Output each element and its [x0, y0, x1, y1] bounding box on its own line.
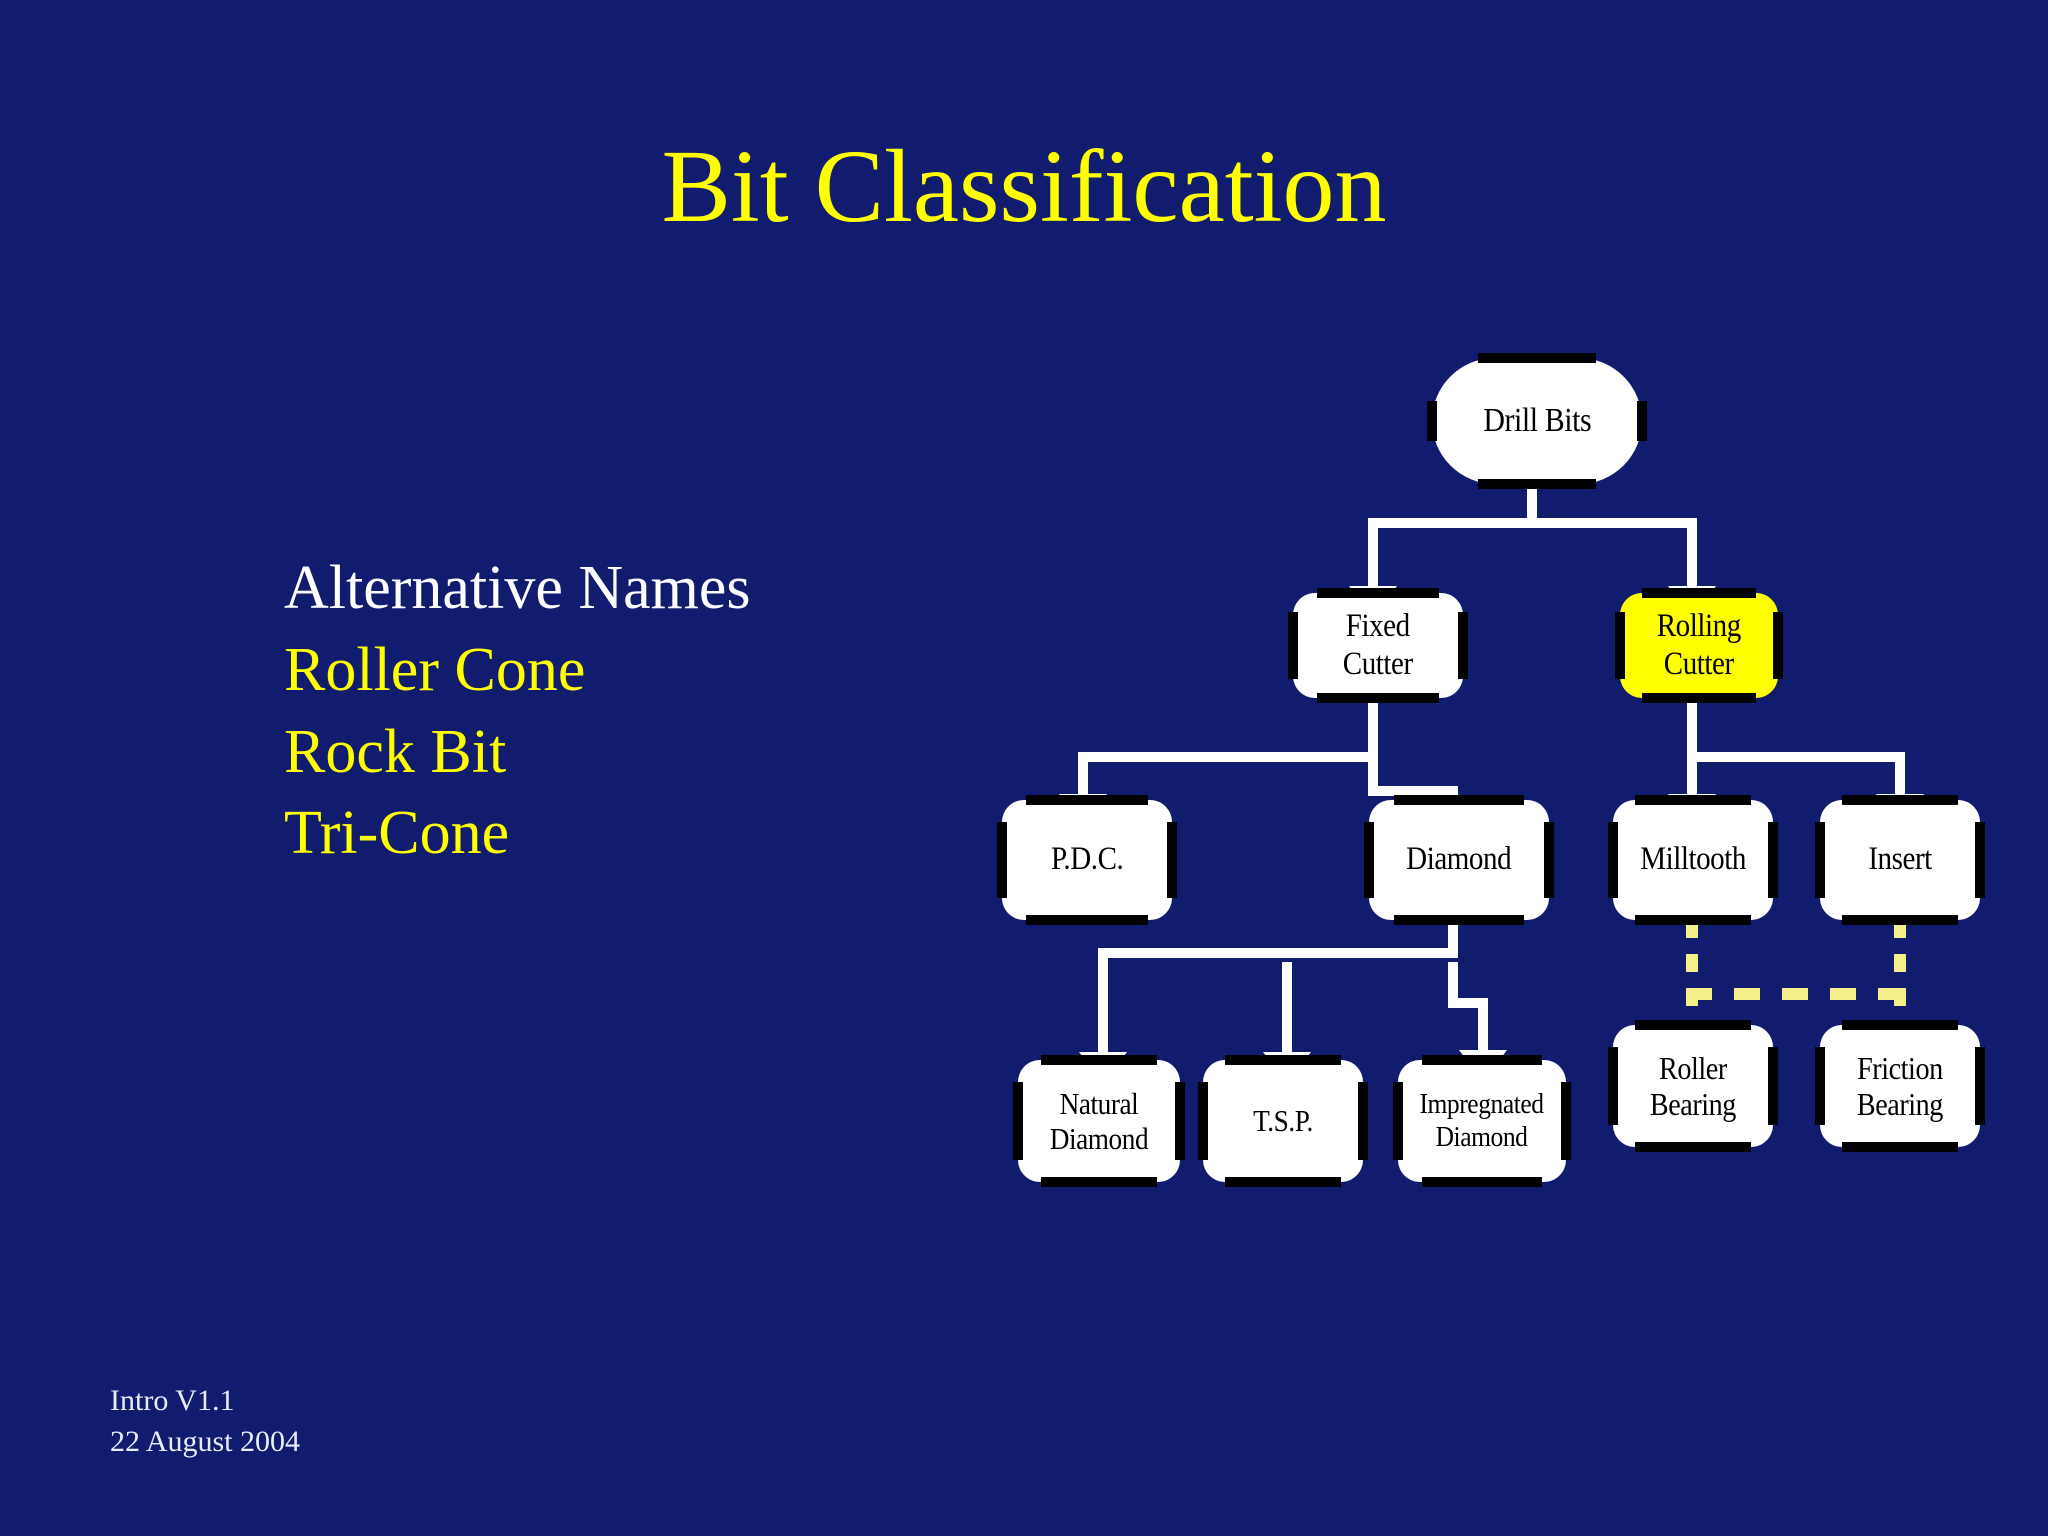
alt-name-item-rock-bit: Rock Bit	[284, 717, 507, 786]
alt-name-item-roller-cone: Roller Cone	[284, 635, 586, 704]
node-label-line2: Diamond	[1436, 1121, 1528, 1153]
node-label-wrap: Impregnated Diamond	[1411, 1088, 1552, 1154]
node-label-line1: Friction	[1857, 1049, 1943, 1086]
node-accent-left	[1608, 1046, 1618, 1126]
edge-fixed-to-pdc-v	[1078, 752, 1088, 800]
node-label: Milltooth	[1640, 841, 1746, 878]
node-accent-right	[1768, 1046, 1778, 1126]
alt-name-item-tri-cone: Tri-Cone	[284, 799, 510, 868]
edge-rolling-to-milltooth-v	[1687, 752, 1697, 800]
edge-bearing-dash-hbar	[1686, 988, 1906, 1000]
edge-diamond-to-impreg-v1	[1448, 962, 1458, 1006]
node-accent-right	[1975, 1046, 1985, 1126]
alt-names-heading: Alternative Names	[284, 554, 751, 622]
node-label-line1: Rolling	[1656, 607, 1742, 644]
node-accent-right	[1544, 821, 1554, 899]
node-accent-left	[1393, 1081, 1403, 1161]
page-title: Bit Classification	[661, 129, 1387, 244]
node-accent-left	[1198, 1081, 1208, 1161]
edge-fixed-to-diamond-h	[1368, 786, 1458, 796]
footer-date: 22 August 2004	[110, 1425, 301, 1459]
edge-diamond-stem	[1448, 920, 1458, 958]
node-diamond[interactable]: Diamond	[1364, 795, 1554, 925]
node-natural-diamond[interactable]: Natural Diamond	[1013, 1055, 1185, 1187]
node-label-wrap: Rolling Cutter	[1651, 608, 1747, 683]
node-insert[interactable]: Insert	[1815, 795, 1985, 925]
edge-fixed-stem	[1368, 698, 1378, 760]
node-accent-right	[1768, 821, 1778, 899]
node-accent-right	[1773, 611, 1783, 680]
edge-fixed-hbar	[1078, 752, 1378, 762]
node-label: P.D.C.	[1050, 841, 1124, 878]
node-accent-left	[1815, 1046, 1825, 1126]
node-label: Insert	[1868, 841, 1932, 878]
node-accent-left	[997, 821, 1007, 899]
node-label-line1: Natural	[1059, 1085, 1139, 1121]
edge-diamond-hbar	[1098, 948, 1458, 958]
node-tsp[interactable]: T.S.P.	[1198, 1055, 1368, 1187]
node-label: Drill Bits	[1483, 401, 1591, 439]
edge-diamond-to-impreg-h	[1448, 998, 1488, 1008]
node-label-line2: Diamond	[1049, 1121, 1149, 1156]
node-accent-right	[1458, 611, 1468, 680]
node-label-line2: Bearing	[1856, 1086, 1944, 1122]
node-accent-right	[1167, 821, 1177, 899]
node-label-line1: Impregnated	[1419, 1087, 1545, 1120]
node-accent-right	[1175, 1081, 1185, 1161]
slide-footer: Intro V1.1 22 August 2004	[110, 1380, 300, 1463]
node-accent-left	[1815, 821, 1825, 899]
node-label-wrap: Fixed Cutter	[1338, 608, 1417, 683]
node-label-line2: Cutter	[1664, 645, 1734, 682]
edge-diamond-to-natural-v	[1098, 948, 1108, 1058]
node-rolling-cutter[interactable]: Rolling Cutter	[1615, 588, 1783, 703]
edge-fixed-to-diamond-v1	[1368, 752, 1378, 796]
footer-version: Intro V1.1	[110, 1384, 235, 1417]
edge-diamond-to-tsp-v	[1282, 962, 1292, 1058]
node-accent-left	[1615, 611, 1625, 680]
edge-drillbits-to-fixed-v	[1368, 518, 1378, 592]
node-impregnated-diamond[interactable]: Impregnated Diamond	[1393, 1055, 1571, 1187]
node-accent-left	[1364, 821, 1374, 899]
edge-fixed-to-diamond-v2	[1448, 786, 1458, 806]
edge-drillbits-hbar	[1368, 518, 1697, 528]
node-label-line1: Fixed	[1346, 607, 1410, 644]
node-roller-bearing[interactable]: Roller Bearing	[1608, 1020, 1778, 1152]
edge-rolling-to-insert-v	[1895, 752, 1905, 800]
node-label-wrap: Roller Bearing	[1644, 1050, 1742, 1123]
edge-diamond-to-impreg-v2	[1478, 998, 1488, 1056]
edge-drillbits-stem	[1527, 478, 1537, 526]
alternative-names-block: Alternative Names Roller Cone Rock Bit T…	[284, 548, 904, 875]
node-accent-right	[1358, 1081, 1368, 1161]
node-drill-bits[interactable]: Drill Bits	[1427, 353, 1647, 489]
node-label-line2: Cutter	[1343, 645, 1413, 682]
node-label-wrap: Natural Diamond	[1043, 1086, 1155, 1157]
node-friction-bearing[interactable]: Friction Bearing	[1815, 1020, 1985, 1152]
node-milltooth[interactable]: Milltooth	[1608, 795, 1778, 925]
node-accent-left	[1288, 611, 1298, 680]
node-label: Diamond	[1406, 841, 1512, 878]
node-accent-right	[1637, 400, 1647, 442]
node-pdc[interactable]: P.D.C.	[997, 795, 1177, 925]
edge-rolling-hbar	[1687, 752, 1905, 762]
node-accent-left	[1608, 821, 1618, 899]
edge-drillbits-to-rolling-v	[1687, 518, 1697, 592]
node-accent-right	[1975, 821, 1985, 899]
node-label-line2: Bearing	[1649, 1086, 1737, 1122]
node-label-wrap: Friction Bearing	[1851, 1050, 1949, 1123]
node-accent-left	[1427, 400, 1437, 442]
node-fixed-cutter[interactable]: Fixed Cutter	[1288, 588, 1468, 703]
node-accent-right	[1561, 1081, 1571, 1161]
edge-rolling-stem	[1687, 698, 1697, 760]
node-label: T.S.P.	[1253, 1103, 1313, 1139]
node-label-line1: Roller	[1659, 1049, 1727, 1086]
node-accent-left	[1013, 1081, 1023, 1161]
